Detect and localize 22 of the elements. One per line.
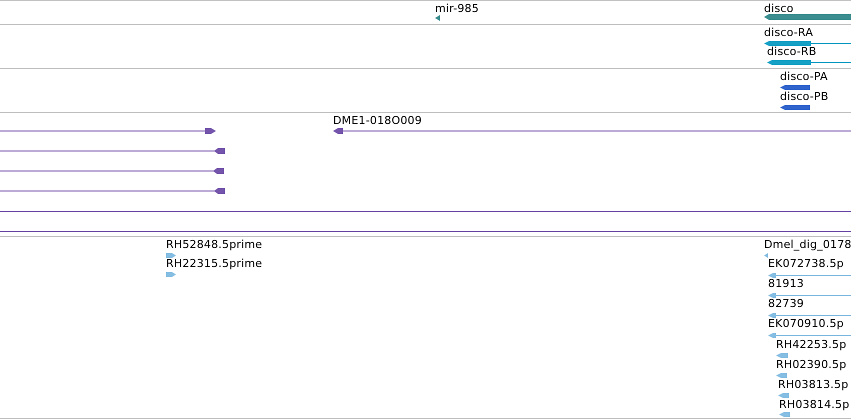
feature-bar	[0, 188, 225, 194]
feature-label: RH02390.5p	[776, 359, 846, 371]
feature-label: DME1-018O009	[333, 115, 422, 127]
feature-label: EK072738.5p	[768, 258, 844, 270]
feature-label: 82739	[768, 298, 804, 310]
feature-label: mir-985	[435, 3, 479, 15]
feature-label: disco-RA	[764, 27, 814, 39]
feature-label: disco-PA	[780, 71, 828, 83]
feature-label: RH52848.5prime	[166, 239, 262, 251]
feature-label: disco	[764, 3, 794, 15]
feature-label: RH03813.5p	[778, 379, 848, 391]
feature-label: RH03814.5p	[779, 399, 850, 411]
feature-label: EK070910.5p	[768, 318, 844, 330]
feature-bar	[0, 148, 225, 154]
feature-label: disco-PB	[780, 91, 829, 103]
feature-bar	[0, 168, 224, 174]
feature-label: RH42253.5p	[776, 339, 846, 351]
feature-label: disco-RB	[767, 46, 817, 58]
feature-label: RH22315.5prime	[166, 258, 262, 270]
feature-label: 81913	[768, 278, 804, 290]
feature-label: Dmel_dig_0178	[764, 239, 851, 251]
feature-bar	[0, 128, 216, 134]
